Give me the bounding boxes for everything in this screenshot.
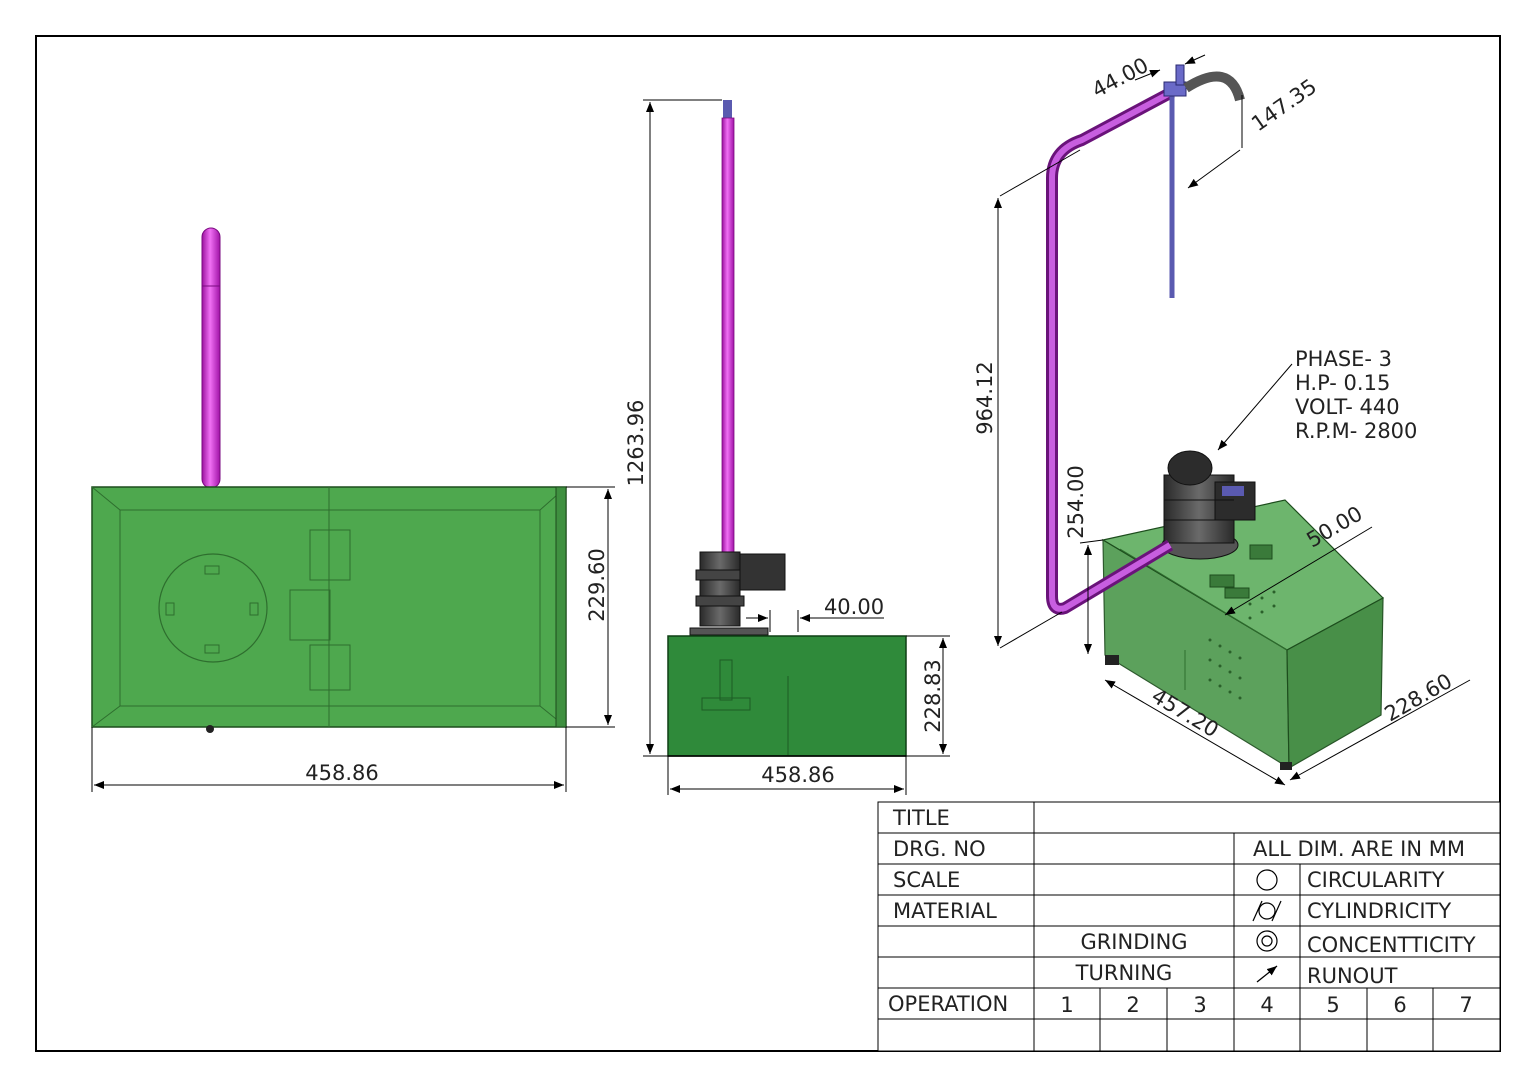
drg-no-label: DRG. NO xyxy=(893,837,986,861)
operation-number: 4 xyxy=(1260,993,1273,1017)
iso-dim-1: 44.00 xyxy=(1088,53,1152,102)
side-motor xyxy=(699,551,741,627)
scale-label: SCALE xyxy=(893,868,960,892)
side-tank xyxy=(667,635,907,757)
runout-icon xyxy=(1256,965,1278,983)
operation-number: 7 xyxy=(1459,993,1472,1017)
symbol-label: CYLINDRICITY xyxy=(1307,899,1451,923)
motor-note-line: PHASE- 3 xyxy=(1295,347,1392,371)
iso-dim-7: 228.60 xyxy=(1381,669,1457,727)
sheet-border xyxy=(35,35,1501,1052)
front-height-dim: 229.60 xyxy=(585,548,609,621)
units-note: ALL DIM. ARE IN MM xyxy=(1253,837,1465,861)
title-block: TITLE DRG. NO SCALE MATERIAL OPERATION A… xyxy=(877,801,1501,1052)
operation-number: 1 xyxy=(1060,993,1073,1017)
cylindricity-icon xyxy=(1252,900,1282,922)
symbol-label: CIRCULARITY xyxy=(1307,868,1445,892)
motor-note-line: R.P.M- 2800 xyxy=(1295,419,1417,443)
material-label: MATERIAL xyxy=(893,899,997,923)
side-tank-height-dim: 228.83 xyxy=(921,659,945,732)
iso-dim-3: 964.12 xyxy=(973,361,997,434)
iso-hose xyxy=(1183,71,1245,102)
iso-dim-5: 50.00 xyxy=(1303,501,1367,552)
operation-number: 6 xyxy=(1393,993,1406,1017)
side-width-dim: 458.86 xyxy=(761,763,834,787)
motor-note: PHASE- 3 H.P- 0.15 VOLT- 440 R.P.M- 2800 xyxy=(1295,347,1417,443)
symbol-label: CONCENTTICITY xyxy=(1307,933,1476,957)
motor-note-line: H.P- 0.15 xyxy=(1295,371,1390,395)
iso-dim-2: 147.35 xyxy=(1247,74,1321,136)
operation-label: OPERATION xyxy=(888,992,1008,1016)
motor-note-line: VOLT- 440 xyxy=(1295,395,1400,419)
symbol-label: RUNOUT xyxy=(1307,964,1398,988)
title-label: TITLE xyxy=(892,806,950,830)
side-offset-dim: 40.00 xyxy=(824,595,884,619)
iso-view: 44.00 147.35 964.12 254.00 50.00 457.20 … xyxy=(973,53,1471,786)
operation-number: 3 xyxy=(1193,993,1206,1017)
side-height-dim: 1263.96 xyxy=(624,400,648,487)
iso-tank-side xyxy=(1286,596,1384,770)
side-pipe xyxy=(721,117,735,621)
process-turning: TURNING xyxy=(1075,961,1173,985)
side-view: 1263.96 40.00 228.83 458.86 xyxy=(624,99,950,795)
front-view: 229.60 458.86 xyxy=(91,227,615,792)
front-pipe xyxy=(201,227,221,489)
iso-dim-4: 254.00 xyxy=(1064,465,1088,538)
concentricity-icon xyxy=(1256,930,1278,952)
operation-number: 5 xyxy=(1326,993,1339,1017)
operation-number: 2 xyxy=(1126,993,1139,1017)
process-grinding: GRINDING xyxy=(1080,930,1187,954)
front-width-dim: 458.86 xyxy=(305,761,378,785)
circularity-icon xyxy=(1256,869,1278,891)
